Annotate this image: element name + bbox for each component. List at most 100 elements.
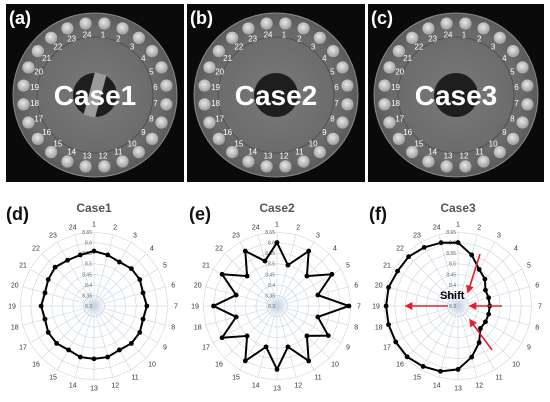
hole-number-label: 19 [30,83,39,92]
hole-number-label: 12 [460,151,469,160]
hole-number-label: 14 [428,147,437,156]
radar-data-point [137,330,143,335]
radar-category-label: 17 [383,345,391,352]
radar-category-label: 19 [191,304,199,311]
radar-category-label: 22 [32,246,40,253]
hole-number-label: 16 [223,128,232,137]
radar-data-point [386,322,391,328]
radar-data-point [455,367,461,372]
radar-category-label: 7 [357,304,361,311]
radar-data-point [274,240,280,245]
phantom-hole [421,21,436,36]
radar-spoke [405,305,459,359]
radar-data-point [325,333,331,338]
radar-data-point [42,290,48,296]
radar-data-point [140,290,146,296]
phantom-hole [97,16,112,31]
radar-category-label: 5 [163,263,167,270]
ct-case-label: Case3 [415,80,498,111]
radar-category-label: 24 [252,224,260,231]
radar-data-point [486,295,492,301]
radar-category-label: 12 [294,383,302,390]
phantom-hole [259,159,274,174]
phantom-hole [225,145,239,159]
phantom-hole [382,115,397,130]
radar-category-label: 10 [148,361,156,368]
hole-number-label: 6 [153,83,158,92]
phantom-hole [335,115,350,130]
radar-tick-label: 8.35 [446,293,456,299]
radar-spoke [74,305,95,378]
radar-tick-label: 8.3 [85,304,92,310]
hole-number-label: 11 [475,147,484,156]
phantom-hole [78,16,93,31]
radar-category-label: 3 [133,232,137,239]
hole-number-label: 16 [403,128,412,137]
phantom-center-hole [254,73,298,117]
phantom-hole [493,31,507,45]
radar-data-point [77,252,83,258]
phantom-hole [154,115,169,130]
radar-spoke [93,305,132,371]
radar-category-label: 16 [215,361,223,368]
radar-category-label: 18 [375,325,383,332]
radar-data-point [478,326,483,331]
radar-spoke [438,305,459,378]
ct-case-label: Case1 [54,80,137,111]
phantom-hole [115,21,130,36]
radar-spoke [276,253,330,307]
phantom-hole [21,115,36,130]
radar-spoke [93,234,114,307]
radar-category-label: 15 [49,375,57,382]
radar-tick-label: 8.45 [446,272,456,278]
phantom-hole [241,154,256,169]
radar-data-point [38,303,44,309]
hole-number-label: 2 [477,35,482,44]
hole-number-label: 9 [502,128,507,137]
radar-data-point [404,354,410,360]
hole-number-label: 14 [248,147,257,156]
radar-data-point [140,316,146,322]
radar-data-point [469,252,475,258]
phantom-hole [458,16,473,31]
radar-category-label: 21 [383,263,391,270]
radar-data-point [315,314,321,320]
phantom-hole [44,31,58,45]
radar-spoke [224,305,278,359]
radar-spoke [29,268,95,307]
phantom-hole [44,145,58,159]
phantom-hole [405,31,419,45]
hole-number-label: 4 [322,54,327,63]
radar-category-label: 12 [475,383,483,390]
hole-number-label: 24 [444,31,453,40]
radar-category-label: 10 [331,361,339,368]
phantom-hole [132,31,146,45]
phantom-hole [278,159,293,174]
hole-number-label: 10 [489,139,498,148]
ct-case-label: Case2 [235,80,318,111]
radar-tick-label: 8.4 [449,283,456,289]
radar-category-label: 23 [413,232,421,239]
phantom-hole [225,31,239,45]
radar-category-label: 24 [69,224,77,231]
radar-tick-label: 8.6 [268,241,275,247]
radar-tick-label: 8.5 [268,262,275,268]
radar-spoke [276,305,342,344]
radar-tick-label: 8.65 [265,230,275,236]
radar-spoke [41,253,95,307]
radar-tick-label: 8.35 [265,293,275,299]
radar-category-label: 6 [354,282,358,289]
radar-category-label: 2 [113,224,117,231]
hole-number-label: 1 [282,31,287,40]
hole-number-label: 15 [53,139,62,148]
radar-spoke [93,253,147,307]
radar-tick-label: 8.65 [82,230,92,236]
radar-tick-label: 8.5 [85,262,92,268]
radar-category-label: 22 [396,246,404,253]
phantom-hole [326,44,340,58]
radar-category-label: 14 [433,383,441,390]
